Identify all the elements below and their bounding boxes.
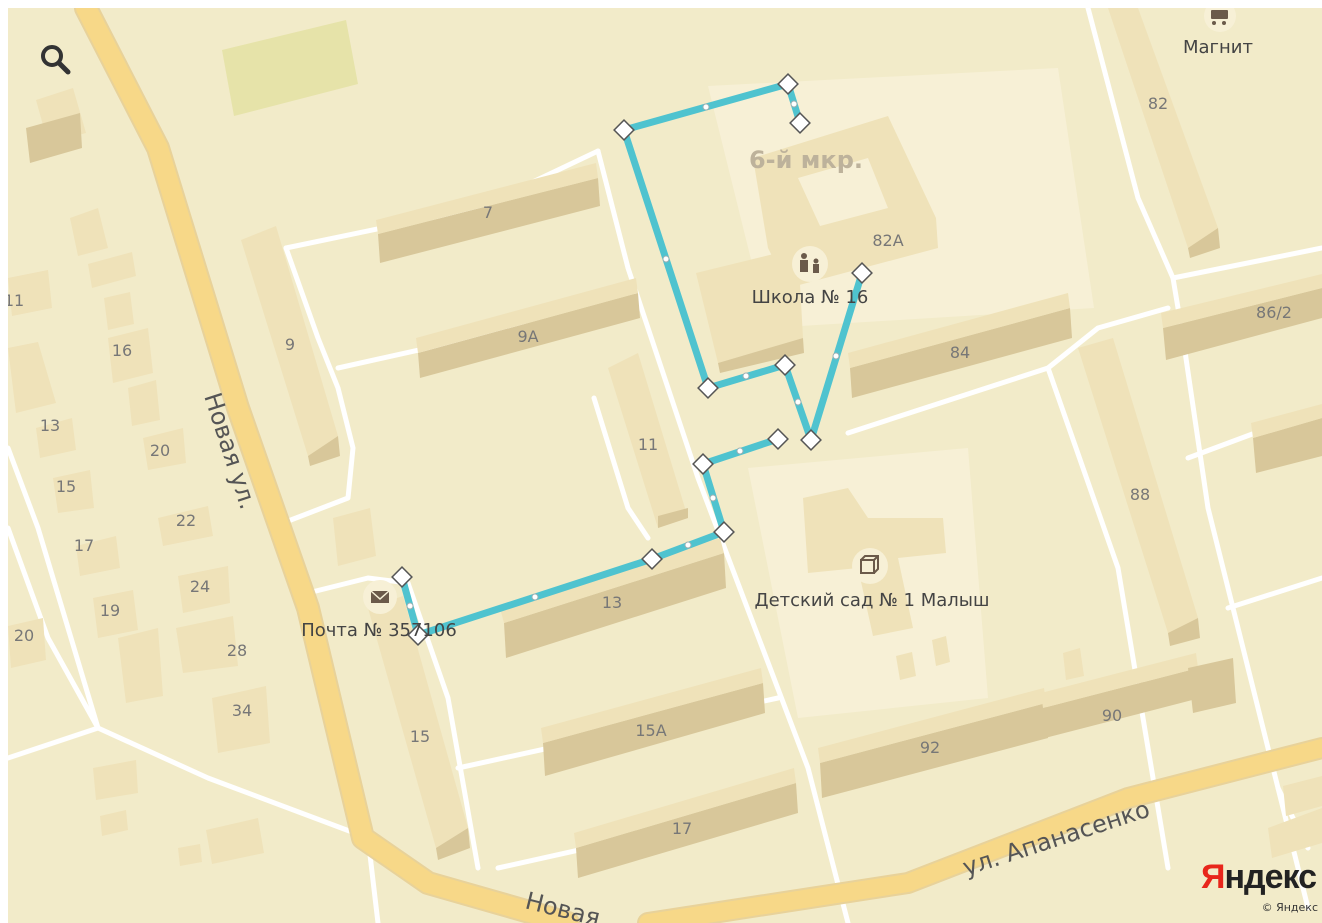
house-number: 82А xyxy=(872,231,903,250)
house-number: 19 xyxy=(100,601,120,620)
route-vertex[interactable] xyxy=(851,262,873,284)
house-number: 24 xyxy=(190,577,210,596)
house-number: 16 xyxy=(112,341,132,360)
house-number: 86/2 xyxy=(1256,303,1292,322)
route-midpoints xyxy=(406,100,840,610)
main-roads xyxy=(74,8,1322,923)
route-vertex[interactable] xyxy=(800,429,822,451)
house-number: 88 xyxy=(1130,485,1150,504)
house-number: 17 xyxy=(74,536,94,555)
poi-school[interactable]: Школа № 16 xyxy=(752,246,869,308)
map-canvas[interactable]: 6-й мкр. Новая ул. Новая ул. Апанасенко … xyxy=(8,8,1322,923)
route-vertex[interactable] xyxy=(697,377,719,399)
house-number: 9А xyxy=(517,327,538,346)
route-vertex[interactable] xyxy=(774,354,796,376)
house-number: 82 xyxy=(1148,94,1168,113)
mail-icon xyxy=(370,590,390,603)
route-vertex[interactable] xyxy=(789,112,811,134)
house-number: 90 xyxy=(1102,706,1122,725)
school-icon xyxy=(800,253,819,273)
route-vertex[interactable] xyxy=(613,119,635,141)
route-vertex[interactable] xyxy=(713,521,735,543)
route-vertices[interactable] xyxy=(391,73,873,646)
house-number: 15 xyxy=(410,727,430,746)
yandex-logo-text: Яндекс xyxy=(1201,858,1317,896)
buildings xyxy=(8,8,1322,878)
copyright-text[interactable]: © Яндекс xyxy=(1261,901,1318,914)
route-vertex[interactable] xyxy=(391,566,413,588)
route-vertex[interactable] xyxy=(407,624,429,646)
kindergarten-icon xyxy=(860,555,879,574)
house-number: 11 xyxy=(638,435,658,454)
house-number: 20 xyxy=(150,441,170,460)
route-vertex[interactable] xyxy=(692,453,714,475)
house-numbers: 82 82А 7 9 9А 84 86/2 11 88 13 15 15А 92… xyxy=(8,94,1292,838)
shopping-cart-icon xyxy=(1211,10,1228,25)
route-vertex[interactable] xyxy=(641,548,663,570)
house-number: 92 xyxy=(920,738,940,757)
house-number: 13 xyxy=(40,416,60,435)
house-number: 22 xyxy=(176,511,196,530)
district-label: 6-й мкр. xyxy=(749,146,863,174)
house-number: 17 xyxy=(672,819,692,838)
house-number: 7 xyxy=(483,203,493,222)
poi-post-office[interactable]: Почта № 357106 xyxy=(301,580,457,641)
search-button[interactable] xyxy=(38,42,74,78)
poi-label-magnit: Магнит xyxy=(1183,37,1253,58)
house-number: 13 xyxy=(602,593,622,612)
house-number: 34 xyxy=(232,701,252,720)
poi-label-school: Школа № 16 xyxy=(752,287,869,308)
poi-kindergarten[interactable]: Детский сад № 1 Малыш xyxy=(755,548,990,611)
house-number: 9 xyxy=(285,335,295,354)
house-number: 84 xyxy=(950,343,970,362)
park-area xyxy=(222,20,358,116)
yandex-logo[interactable]: Яндекс © Яндекс xyxy=(1201,858,1322,918)
house-number: 15 xyxy=(56,477,76,496)
search-icon xyxy=(41,45,71,75)
house-number: 28 xyxy=(227,641,247,660)
route-vertex[interactable] xyxy=(767,428,789,450)
house-number: 15А xyxy=(635,721,666,740)
house-number: 20 xyxy=(14,626,34,645)
poi-label-kindergarten: Детский сад № 1 Малыш xyxy=(755,590,990,611)
house-number: 11 xyxy=(8,291,24,310)
poi-magnit[interactable]: Магнит xyxy=(1183,8,1253,58)
route-vertex[interactable] xyxy=(777,73,799,95)
poi-label-post-office: Почта № 357106 xyxy=(301,620,457,641)
